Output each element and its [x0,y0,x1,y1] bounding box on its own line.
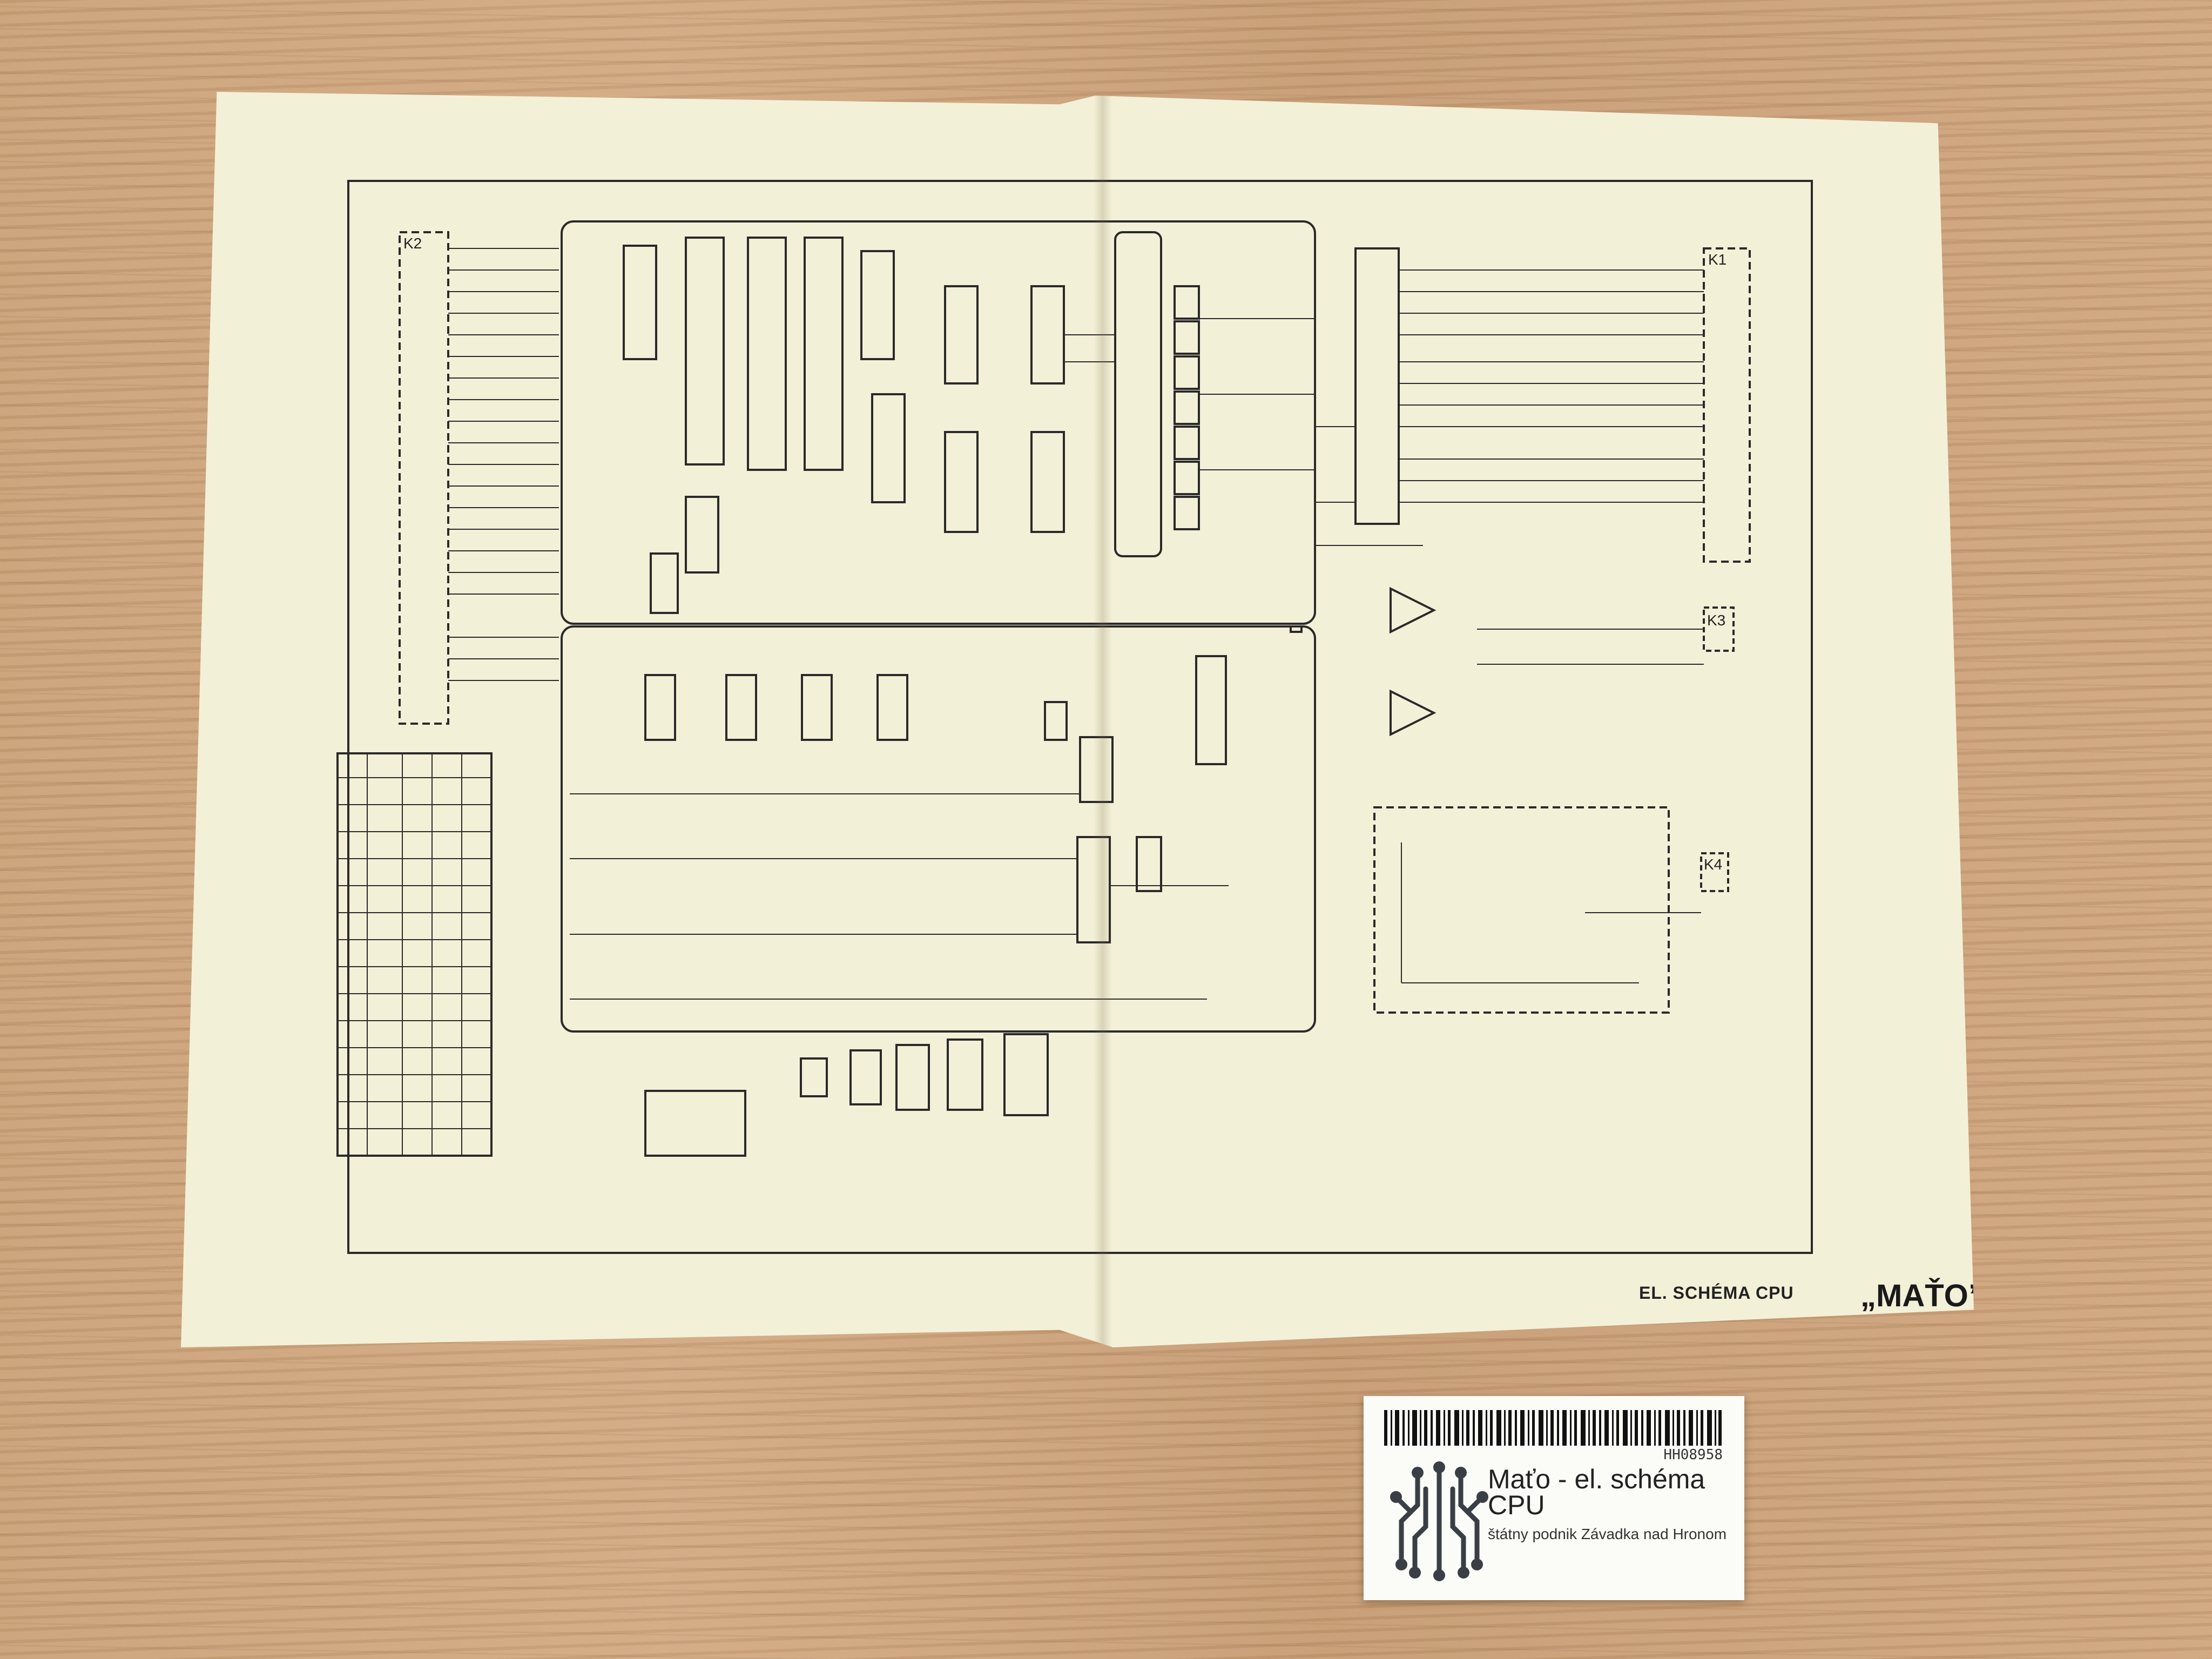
catalog-label: HH08958 Maťo - el. schéma CPU štátny pod… [1364,1396,1744,1600]
schematic-title: EL. SCHÉMA CPU [1639,1283,1794,1303]
paper-fold [1094,92,1112,1347]
outer-frame [347,180,1813,1254]
schematic-brand: „MAŤO” [1860,1278,1984,1313]
connector-label-k1: K1 [1708,251,1727,268]
connector-label-k2: K2 [403,235,422,252]
connector-label-k3: K3 [1707,612,1725,629]
catalog-subtitle: štátny podnik Závadka nad Hronom [1488,1526,1727,1542]
catalog-id: HH08958 [1663,1447,1723,1463]
barcode-icon [1384,1410,1722,1446]
circuit-logo-icon [1390,1461,1488,1581]
connector-label-k4: K4 [1704,856,1722,873]
catalog-title: Maťo - el. schéma CPU [1488,1464,1705,1520]
